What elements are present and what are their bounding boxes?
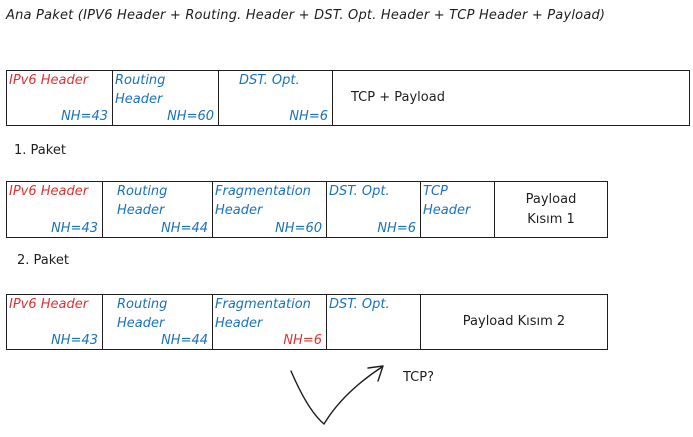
cell-header-label: DST. Opt. [329,297,390,312]
cell-dst-opt-header: DST. Opt. [327,295,421,349]
cell-center-label: Payload Kısım 2 [462,314,566,329]
arrow-curve [290,366,383,426]
cell-ipv6-header: IPv6 Header NH=43 [7,295,103,349]
cell-header-label: IPv6 Header [9,184,89,199]
cell-dst-opt-header: DST. Opt. NH=6 [219,71,333,125]
fragment-1-row: IPv6 Header NH=43 Routing Header NH=44 F… [6,181,608,238]
cell-header-label: Routing Header [115,73,166,107]
next-header-value: NH=6 [377,221,416,236]
cell-header-label: TCP Header [423,184,471,218]
cell-ipv6-header: IPv6 Header NH=43 [7,182,103,237]
next-header-value: NH=44 [161,333,208,348]
cell-center-label: Payload Kısım 1 [525,191,577,227]
cell-dst-opt-header: DST. Opt. NH=6 [327,182,421,237]
next-header-value: NH=6 [289,109,328,124]
cell-header-label: DST. Opt. [329,184,390,199]
next-header-value: NH=60 [167,109,214,124]
packet-2-label: 2. Paket [17,253,69,268]
cell-fragmentation-header: Fragmentation Header NH=60 [213,182,327,237]
next-header-value: NH=43 [51,333,98,348]
cell-fragmentation-header: Fragmentation Header NH=6 [213,295,327,349]
next-header-value: NH=60 [275,221,322,236]
cell-header-label: Fragmentation Header [215,184,311,218]
cell-ipv6-header: IPv6 Header NH=43 [7,71,113,125]
cell-payload-part-2: Payload Kısım 2 [421,295,607,349]
next-header-value: NH=44 [161,221,208,236]
cell-payload-part-1: Payload Kısım 1 [495,182,607,237]
cell-header-label: Routing Header [117,184,168,218]
cell-center-label: TCP + Payload [351,90,445,105]
cell-routing-header: Routing Header NH=44 [103,182,213,237]
cell-routing-header: Routing Header NH=44 [103,295,213,349]
cell-header-label: Routing Header [117,297,168,331]
cell-header-label: Fragmentation Header [215,297,311,331]
fragment-2-row: IPv6 Header NH=43 Routing Header NH=44 F… [6,294,608,350]
arrow-head [367,365,384,382]
cell-header-label: DST. Opt. [239,73,300,88]
cell-tcp-header: TCP Header [421,182,495,237]
diagram-title: Ana Paket (IPV6 Header + Routing. Header… [6,8,606,23]
next-header-value: NH=6 [283,333,322,348]
cell-header-label: IPv6 Header [9,73,89,88]
next-header-value: NH=43 [61,109,108,124]
next-header-value: NH=43 [51,221,98,236]
cell-tcp-payload: TCP + Payload [333,71,689,125]
cell-routing-header: Routing Header NH=60 [113,71,219,125]
packet-1-label: 1. Paket [14,143,66,158]
tcp-question-annotation: TCP? [403,370,434,385]
main-packet-row: IPv6 Header NH=43 Routing Header NH=60 D… [6,70,690,126]
cell-header-label: IPv6 Header [9,297,89,312]
